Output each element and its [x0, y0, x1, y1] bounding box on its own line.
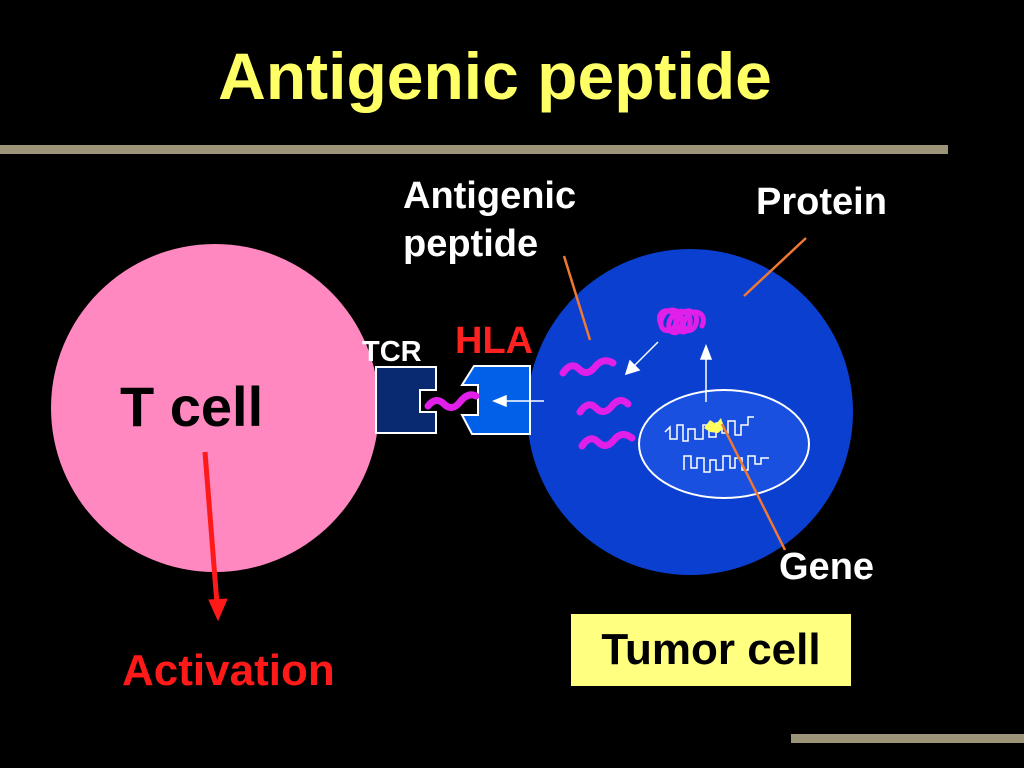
protein-label: Protein	[756, 181, 887, 223]
pointer-gene	[720, 423, 787, 551]
nucleus-shape	[638, 389, 810, 499]
activation-arrow	[202, 451, 228, 622]
tcr-label: TCR	[362, 336, 422, 368]
peptide-1	[559, 357, 617, 377]
peptides	[424, 357, 636, 450]
activation-label: Activation	[122, 646, 335, 695]
t-cell-shape	[51, 244, 379, 572]
peptide-2	[576, 397, 632, 416]
pointer-protein	[743, 237, 807, 297]
tcr-receptor	[375, 366, 437, 434]
slide-title: Antigenic peptide	[218, 39, 772, 113]
tumor-cell-label: Tumor cell	[601, 625, 821, 674]
protein-coil	[657, 307, 706, 336]
footer-divider	[791, 734, 1024, 743]
gene-label: Gene	[779, 546, 875, 588]
antigenic-peptide-label-line1: Antigenic	[403, 175, 577, 217]
process-arrows	[492, 341, 713, 408]
antigenic-peptide-label: Antigenic peptide	[403, 172, 576, 268]
antigenic-peptide-label-line2: peptide	[403, 223, 539, 265]
gene-mark	[704, 418, 724, 433]
hla-label: HLA	[455, 320, 534, 362]
tumor-cell-label-box: Tumor cell	[571, 614, 851, 686]
peptide-bound	[424, 391, 480, 411]
pointer-lines	[562, 237, 807, 551]
pointer-antigenic-peptide	[562, 255, 592, 341]
t-cell-label: T cell	[120, 375, 264, 438]
peptide-3	[578, 431, 636, 450]
title-divider	[0, 145, 948, 154]
